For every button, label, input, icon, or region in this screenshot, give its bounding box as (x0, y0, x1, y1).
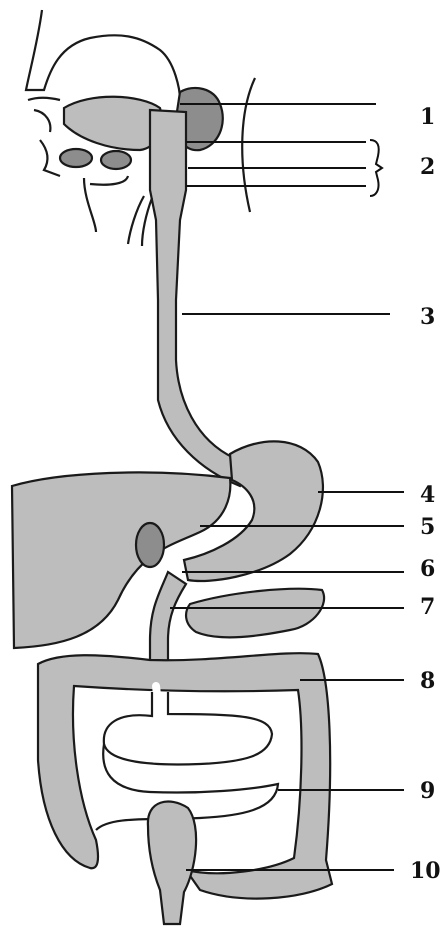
gallbladder (136, 523, 164, 567)
label-7: 7 (420, 594, 435, 620)
jaw-outline (84, 178, 96, 232)
tongue (64, 97, 162, 150)
pancreas (186, 589, 324, 638)
label-4: 4 (420, 482, 435, 508)
label-6: 6 (420, 556, 435, 582)
esophagus (150, 110, 250, 486)
label-2: 2 (420, 154, 435, 180)
label-numbers: 1 2 3 4 5 6 7 8 9 10 (410, 104, 441, 884)
jaw-outline-2 (90, 176, 128, 185)
trachea-outline (128, 196, 152, 246)
label-9: 9 (420, 778, 435, 804)
label-5: 5 (420, 514, 435, 540)
label-8: 8 (420, 668, 435, 694)
small-intestine (112, 686, 262, 756)
label-10: 10 (410, 858, 441, 884)
rectum (148, 802, 196, 924)
bracket-2 (370, 140, 382, 196)
label-3: 3 (420, 304, 435, 330)
label-1: 1 (420, 104, 435, 130)
